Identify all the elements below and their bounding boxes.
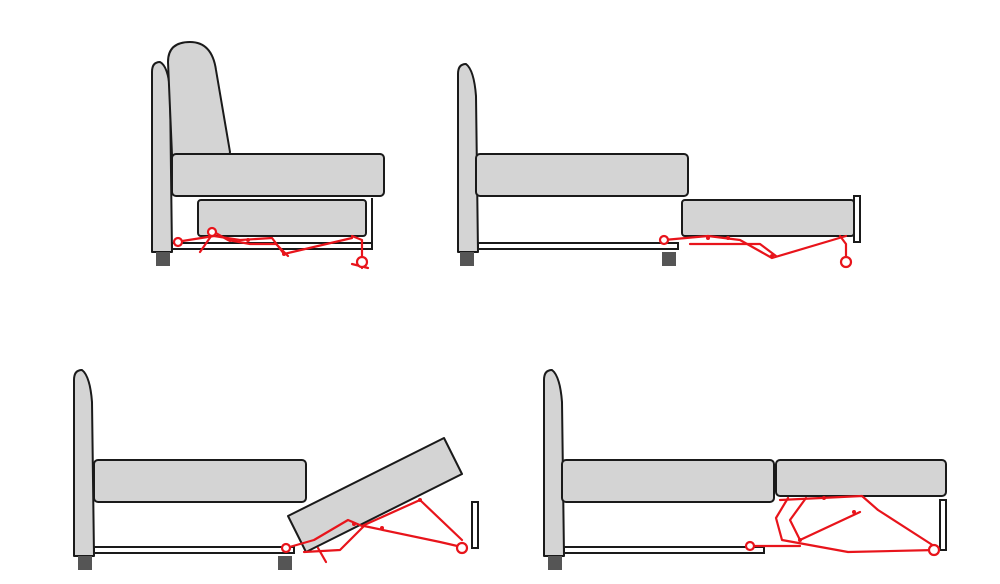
seat-cushion — [475, 153, 689, 197]
frame-rail — [477, 242, 679, 250]
sofa-leg — [78, 556, 92, 570]
seat-cushion — [171, 153, 385, 197]
stage-1-folded-sofa — [151, 41, 385, 270]
pull-out-drawer — [197, 199, 367, 237]
lift-mechanism — [280, 498, 469, 564]
backrest-cushion — [167, 41, 231, 156]
lift-mechanism — [658, 234, 853, 269]
bed-extension-cushion — [775, 459, 947, 497]
drawer-end-board — [853, 195, 861, 243]
seat-cushion — [93, 459, 307, 503]
armrest-side-panel — [457, 63, 479, 253]
pull-out-drawer — [287, 437, 463, 553]
sofa-leg — [156, 252, 170, 266]
armrest-side-panel — [543, 369, 565, 557]
seat-cushion — [561, 459, 775, 503]
armrest-side-panel — [73, 369, 95, 557]
drawer-end-board — [471, 501, 479, 549]
stage-2-drawer-pulled-out — [457, 63, 861, 269]
frame-rail — [93, 546, 295, 554]
lift-mechanism — [172, 226, 370, 270]
stage-3-drawer-lifting — [73, 369, 479, 570]
lift-mechanism — [744, 494, 941, 557]
sofa-leg — [548, 556, 562, 570]
pull-out-drawer — [681, 199, 855, 237]
frame-rail — [563, 546, 765, 554]
drawer-end-board — [939, 499, 947, 551]
stage-4-unfolded-bed — [543, 369, 947, 570]
sofa-leg — [278, 556, 292, 570]
sofa-leg — [662, 252, 676, 266]
sofa-leg — [460, 252, 474, 266]
